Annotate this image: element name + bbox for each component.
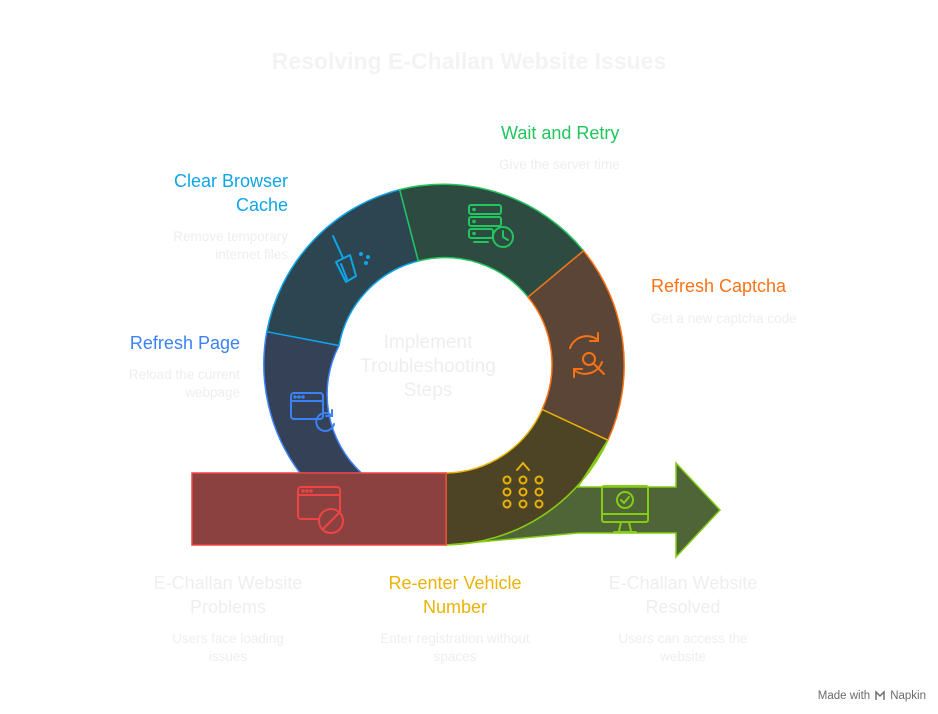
step-reenter-vehicle-desc: Enter registration without spaces [380,631,530,664]
problem-desc: Users face loading issues [172,631,284,664]
step-refresh-page-title: Refresh Page [129,333,240,353]
credit-prefix: Made with [817,690,871,702]
problem-title: E-Challan Website Problems [153,573,303,617]
refresh-search-icon [569,332,605,378]
browser-blocked-icon [297,486,344,534]
napkin-logo-icon [875,690,885,700]
center-label: Implement Troubleshooting Steps [360,332,496,401]
step-clear-cache-title: Clear Browser Cache [173,171,288,215]
step-reenter-vehicle-title: Re-enter Vehicle Number [388,573,522,617]
server-clock-icon [468,204,514,248]
diagram-title: Resolving E-Challan Website Issues [271,48,667,74]
napkin-credit[interactable]: Made with Napkin [818,690,926,702]
resolved-arrow [445,439,722,559]
step-clear-cache-desc: Remove temporary internet files [173,229,288,262]
resolved-title: E-Challan Website Resolved [608,573,758,617]
step-wait-retry-title: Wait and Retry [501,123,620,143]
monitor-check-icon [601,485,649,533]
problem-block [191,472,447,546]
step-refresh-page-desc: Reload the current webpage [128,367,240,400]
step-refresh-captcha-desc: Get a new captcha code [651,311,797,326]
browser-refresh-icon [290,392,335,432]
broom-icon [332,235,370,283]
resolved-desc: Users can access the website [618,631,748,664]
keypad-icon [502,461,544,509]
step-wait-retry-desc: Give the server time [499,157,620,172]
step-refresh-captcha-title: Refresh Captcha [651,276,787,296]
segment-refresh-page [263,330,364,474]
credit-brand: Napkin [890,690,926,702]
